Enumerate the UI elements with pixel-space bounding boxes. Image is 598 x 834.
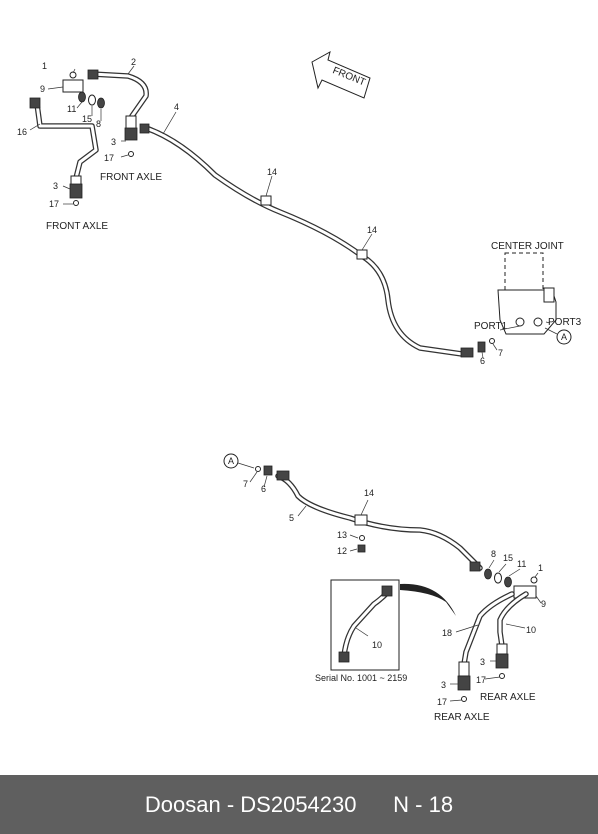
- fitting-3-front-b: [69, 175, 83, 206]
- callout-9-rear: 9: [541, 599, 546, 609]
- callout-3-rear-a: 3: [441, 680, 446, 690]
- label-front-axle-upper: FRONT AXLE: [100, 172, 162, 183]
- text-labels: FRONT AXLE FRONT AXLE CENTER JOINT PORT1…: [46, 172, 582, 723]
- label-serial-range: Serial No. 1001 ~ 2159: [315, 673, 407, 683]
- clamp-14-b: [356, 233, 373, 260]
- hose-2: [89, 71, 149, 119]
- fitting-6-7-top: [477, 338, 495, 353]
- hose-routing-diagram: FRONT: [17, 51, 582, 723]
- ref-a-top-label: A: [561, 332, 567, 342]
- callout-9-front: 9: [40, 84, 45, 94]
- fitting-3-rear-a: [457, 661, 471, 702]
- callout-11-front: 11: [67, 104, 76, 114]
- callout-7-top: 7: [498, 348, 503, 358]
- hose-4: [143, 125, 465, 357]
- callout-17-front-b: 17: [49, 199, 59, 209]
- fitting-3-rear-b: [495, 643, 509, 679]
- callout-6-top: 6: [480, 356, 485, 366]
- callout-7-bottom: 7: [243, 479, 248, 489]
- callout-14-a: 14: [267, 167, 277, 177]
- callout-18: 18: [442, 628, 452, 638]
- callout-1-front: 1: [42, 61, 47, 71]
- callout-4: 4: [174, 102, 179, 112]
- ref-marker-a-bottom: A: [223, 453, 255, 469]
- hose-18: [461, 591, 515, 667]
- hose-4-end-fittings: [139, 123, 474, 358]
- callout-8-rear: 8: [491, 549, 496, 559]
- label-port1: PORT1: [474, 321, 508, 332]
- ref-marker-a-top: A: [544, 327, 572, 345]
- callout-3-front-b: 3: [53, 181, 58, 191]
- callout-17-rear-a: 17: [437, 697, 447, 707]
- hose-5-end-fittings: [276, 470, 481, 572]
- tee-fitting-front: [29, 69, 99, 109]
- ref-a-bottom-label: A: [228, 456, 234, 466]
- clamp-14-c: [354, 499, 369, 553]
- callout-16: 16: [17, 127, 27, 137]
- callout-3-front-a: 3: [111, 137, 116, 147]
- label-center-joint: CENTER JOINT: [491, 241, 564, 252]
- washers-rear: [484, 568, 512, 588]
- front-direction-arrow: FRONT: [311, 51, 371, 99]
- callout-15-rear: 15: [503, 553, 513, 563]
- callout-numbers: 1 2 9 11 15 8 16 3 17 3 17 4 14 14 6 7 7…: [17, 57, 546, 707]
- callout-17-front-a: 17: [104, 153, 114, 163]
- callout-14-c: 14: [364, 488, 374, 498]
- callout-10-inset: 10: [372, 640, 382, 650]
- callout-1-rear: 1: [538, 563, 543, 573]
- callout-13: 13: [337, 530, 347, 540]
- washers-front: [78, 91, 105, 109]
- callout-6-bottom: 6: [261, 484, 266, 494]
- callout-14-b: 14: [367, 225, 377, 235]
- callout-10-rear: 10: [526, 625, 536, 635]
- hose-5: [275, 473, 483, 571]
- callout-3-rear-b: 3: [480, 657, 485, 667]
- callout-11-rear: 11: [517, 559, 526, 569]
- label-front-axle-lower: FRONT AXLE: [46, 221, 108, 232]
- callout-8-front: 8: [96, 119, 101, 129]
- footer-text: Doosan - DS2054230 N - 18: [144, 791, 454, 817]
- callout-17-rear-b: 17: [476, 675, 486, 685]
- label-rear-axle-left: REAR AXLE: [434, 712, 490, 723]
- callout-2: 2: [131, 57, 136, 67]
- callout-12: 12: [337, 546, 347, 556]
- callout-5: 5: [289, 513, 294, 523]
- fitting-6-7-bottom: [255, 465, 273, 476]
- hose-16: [34, 101, 99, 181]
- label-rear-axle-right: REAR AXLE: [480, 692, 536, 703]
- clamp-14-a: [260, 175, 273, 206]
- callout-15-front: 15: [82, 114, 92, 124]
- hose-10-rear: [497, 591, 529, 649]
- fitting-3-front-a: [124, 115, 138, 157]
- label-port3: PORT3: [548, 317, 582, 328]
- center-joint: [497, 252, 557, 335]
- footer-bar: Doosan - DS2054230 N - 18: [0, 775, 598, 834]
- leader-lines: [29, 65, 542, 702]
- serial-inset: [330, 579, 456, 671]
